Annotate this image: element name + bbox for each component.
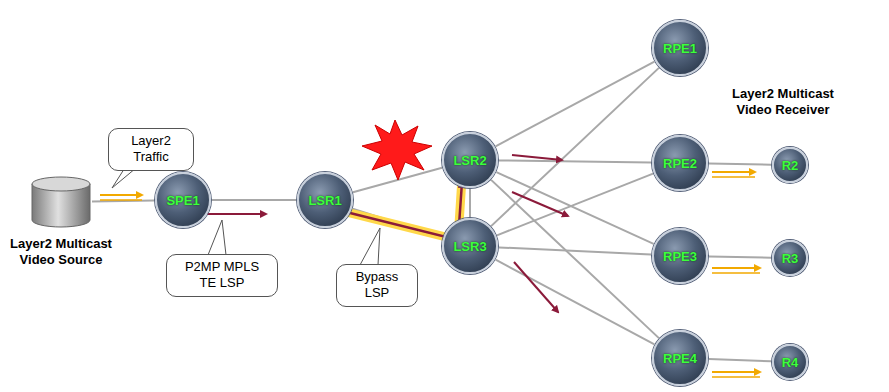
router-node: SPE1 — [155, 172, 211, 228]
failure-burst — [362, 120, 432, 180]
video-source: Layer2 Multicast Video Source — [31, 176, 91, 228]
router-name: RPE4 — [663, 352, 697, 365]
callout-text: Bypass LSP — [356, 269, 399, 300]
callout-text: Layer2 Traffic — [131, 133, 171, 164]
router-name: R4 — [782, 356, 799, 369]
callout-text: P2MP MPLS TE LSP — [185, 259, 259, 290]
link-line — [497, 174, 653, 236]
router-name: RPE3 — [663, 250, 697, 263]
link-line — [499, 247, 651, 254]
link-line — [212, 199, 296, 201]
lsp-arrow — [514, 262, 558, 312]
callout-box: Bypass LSP — [336, 264, 418, 307]
router-name: LSR1 — [308, 194, 341, 207]
router-name: LSR3 — [453, 240, 486, 253]
router-node: RPE1 — [652, 20, 708, 76]
router-node: RPE4 — [652, 330, 708, 386]
link-line — [709, 164, 771, 165]
router-node: LSR2 — [442, 132, 498, 188]
router-name: R3 — [782, 252, 799, 265]
traffic-arrow — [100, 199, 142, 201]
link-line — [496, 260, 655, 345]
traffic-arrow — [100, 194, 142, 196]
link-line — [92, 200, 154, 201]
link-line — [499, 160, 651, 162]
router-node: RPE3 — [652, 228, 708, 284]
source-label: Layer2 Multicast Video Source — [3, 236, 119, 267]
router-name: R2 — [782, 159, 799, 172]
router-node: R4 — [772, 344, 808, 380]
callout-box: P2MP MPLS TE LSP — [166, 254, 278, 297]
callout-box: Layer2 Traffic — [108, 128, 194, 171]
receiver-label: Layer2 Multicast Video Receiver — [726, 86, 840, 117]
lsp-arrow — [207, 213, 266, 215]
lsp-arrow — [512, 155, 562, 160]
link-line — [469, 189, 471, 217]
callout-tail — [208, 220, 226, 255]
router-node: LSR3 — [442, 218, 498, 274]
traffic-arrow — [712, 172, 760, 377]
router-node: R3 — [772, 240, 808, 276]
link-line — [496, 62, 655, 147]
router-name: LSR2 — [453, 154, 486, 167]
router-node: R2 — [772, 147, 808, 183]
link-line — [709, 359, 771, 361]
link-line — [709, 257, 771, 258]
link-line — [491, 68, 659, 226]
bypass-path — [338, 182, 462, 240]
bypass-highlight — [338, 178, 462, 240]
router-name: RPE1 — [663, 42, 697, 55]
callout-tail — [360, 228, 380, 265]
router-name: RPE2 — [663, 157, 697, 170]
router-node: RPE2 — [652, 135, 708, 191]
router-node: LSR1 — [297, 172, 353, 228]
cylinder-shape — [31, 176, 91, 228]
router-name: SPE1 — [166, 194, 199, 207]
lsp-arrow — [512, 192, 568, 216]
